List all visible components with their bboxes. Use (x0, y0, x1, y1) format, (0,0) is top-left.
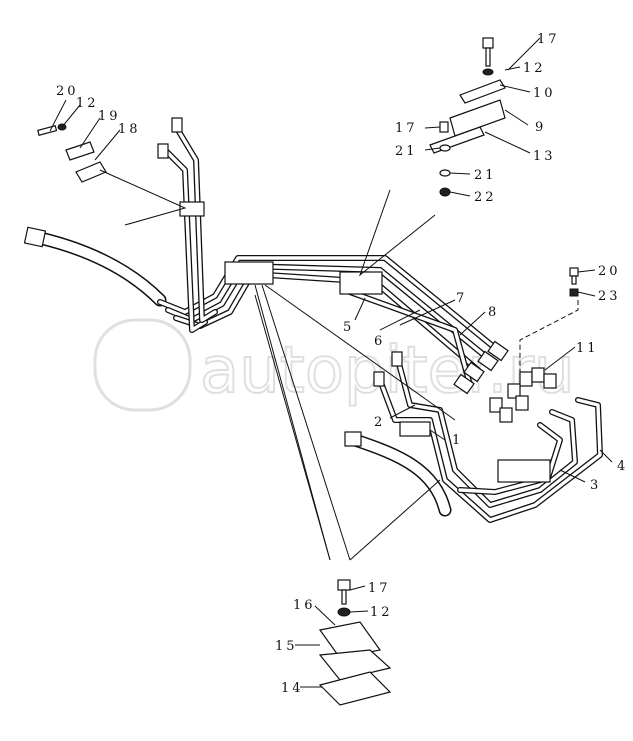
callout: 19 (98, 109, 121, 124)
leader-lines (49, 37, 613, 688)
callout: 9 (535, 120, 546, 135)
callout: 11 (576, 341, 599, 356)
callout: 17 (537, 32, 560, 47)
pipe-fitting (171, 117, 183, 133)
callout: 6 (374, 334, 385, 349)
callout: 20 (598, 264, 621, 279)
callout: 22 (474, 190, 497, 205)
callout: 16 (293, 598, 316, 613)
callout: 5 (343, 320, 354, 335)
pipe-bundle-lower (373, 351, 603, 523)
callout: 12 (523, 61, 546, 76)
clamp-assembly-top-right (429, 37, 506, 197)
bolt-right (569, 267, 579, 297)
callout: 3 (590, 478, 601, 493)
callout: 14 (281, 681, 304, 696)
callout: 13 (533, 149, 556, 164)
hose-lower (344, 431, 452, 517)
callout: 2 (374, 415, 385, 430)
callout: 17 (368, 581, 391, 596)
callout: 4 (617, 459, 628, 474)
callout: 18 (118, 122, 141, 137)
callout: 10 (533, 86, 556, 101)
clamp (179, 201, 205, 217)
callout: 23 (598, 289, 621, 304)
injectors (489, 367, 557, 423)
callout: 12 (76, 96, 99, 111)
callout: 8 (488, 305, 499, 320)
callout: 20 (56, 84, 79, 99)
dashed-leader (519, 300, 579, 380)
clamp-assembly-bottom (318, 579, 392, 706)
clamp (497, 459, 551, 483)
callout: 21 (395, 144, 418, 159)
callout: 21 (474, 168, 497, 183)
pipe-bundle-upper (157, 117, 509, 395)
callout: 12 (370, 605, 393, 620)
clamp (339, 271, 383, 295)
callout: 17 (395, 121, 418, 136)
callout: 7 (456, 291, 467, 306)
callout: 15 (275, 639, 298, 654)
watermark: autopiter.ru (93, 318, 576, 412)
clamp (224, 261, 274, 285)
pipe-fitting (157, 143, 169, 159)
clamp-assembly-top-left (37, 123, 107, 183)
callout: 1 (452, 433, 463, 448)
hose-left (23, 226, 167, 307)
callout-labels: 17 12 10 9 13 17 21 21 22 20 12 19 18 20… (56, 32, 628, 696)
